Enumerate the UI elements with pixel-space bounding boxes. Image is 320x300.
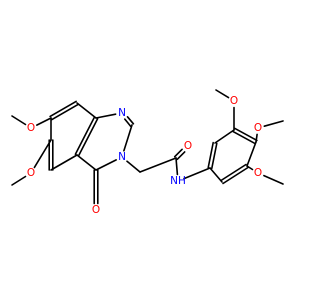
bond-cam-nh	[175, 157, 179, 176]
bond-r1-r2-double-0	[207, 141, 214, 169]
bond-c4a-c5	[50, 154, 78, 171]
atom-nh-amide: NH	[170, 175, 186, 187]
bond-c7me-o7	[11, 115, 27, 126]
bond-nh-r1	[183, 167, 211, 180]
bond-n3-c4	[95, 159, 117, 171]
bond-c4-c4a	[76, 154, 97, 171]
bond-r4-o4r	[255, 133, 258, 143]
bond-r1-r2-double-1	[211, 142, 218, 170]
bond-r6-r1	[209, 167, 223, 183]
bond-o5-c5me	[263, 174, 284, 185]
bond-r2-r3	[214, 129, 235, 144]
atom-o-4-oxo: O	[92, 204, 100, 216]
atom-label-layer: O O O N N O NH O O O	[27, 95, 262, 216]
bond-ch2-cam	[139, 157, 177, 173]
bond-cam-oam-double-0	[173, 148, 183, 158]
bond-n1-c2-double-0	[126, 116, 135, 125]
bond-cam-oam-double-1	[176, 151, 186, 161]
bond-r4-r5	[246, 141, 257, 167]
bond-r5-r6-double-1	[220, 163, 247, 182]
bond-n3-ch2	[126, 160, 141, 173]
bond-o4r-c4me	[263, 120, 284, 127]
bond-c8-c8a	[76, 102, 97, 119]
atom-o-4-methoxy: O	[254, 122, 262, 134]
bond-r5-r6-double-0	[222, 166, 249, 185]
atom-n-1: N	[118, 107, 126, 119]
atom-o-5-methoxy: O	[254, 167, 262, 179]
bond-o3-c3me	[215, 89, 230, 99]
bond-c8a-c4a-double-0	[77, 118, 99, 157]
atom-o-3-methoxy: O	[230, 95, 238, 107]
bond-layer	[11, 89, 284, 205]
molecule-structure: O O O N N O NH O O O	[11, 89, 284, 216]
atom-o-amide: O	[184, 140, 192, 152]
bond-c6-o6	[33, 139, 52, 169]
bond-c7-c8-double-0	[49, 100, 77, 118]
bond-c2-n3	[123, 124, 133, 152]
bond-r3-r4-double-0	[234, 127, 258, 142]
bond-n1-c2-double-1	[124, 118, 132, 127]
atom-o-6-methoxy: O	[27, 167, 35, 179]
atom-n-3: N	[118, 151, 126, 163]
atom-o-7-methoxy: O	[27, 122, 35, 134]
bond-r5-o5	[246, 165, 254, 171]
bond-o6-c6me	[11, 175, 27, 186]
bond-r3-r4-double-1	[232, 130, 256, 145]
bond-c8a-n1	[95, 113, 117, 119]
bond-c7-c8-double-1	[51, 103, 79, 121]
bond-o7-c7	[35, 117, 52, 126]
bond-c8a-c4a-double-1	[74, 116, 96, 155]
